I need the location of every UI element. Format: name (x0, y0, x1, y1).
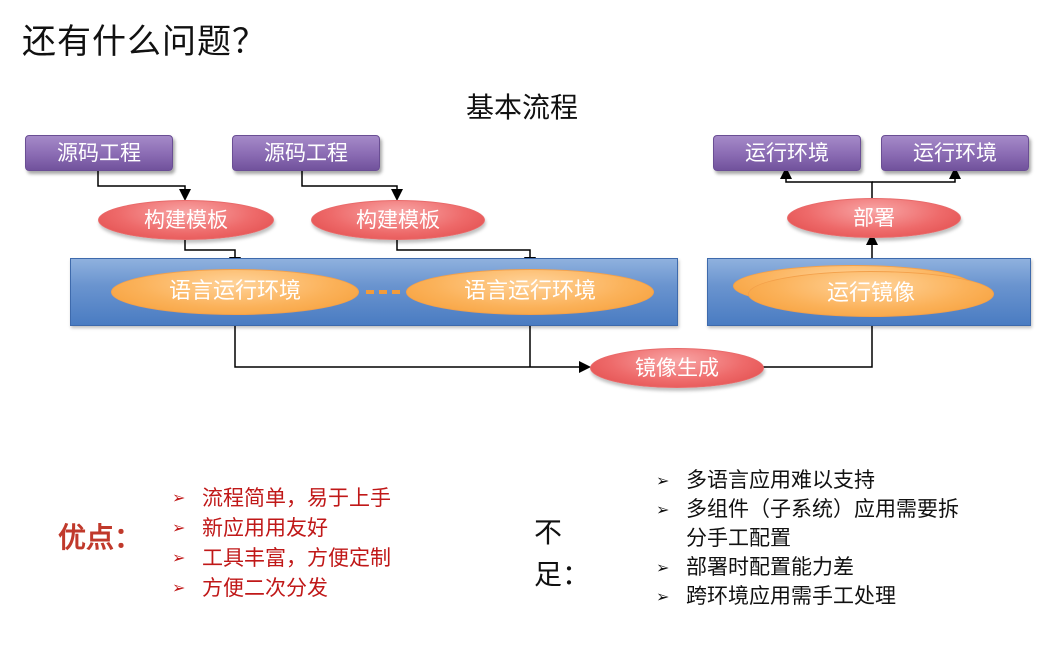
arrow-bullet-icon: ➢ (172, 488, 186, 507)
connector-source1-template1 (97, 169, 191, 201)
connector-runtime1-image (234, 312, 591, 373)
runtime-env-box-1: 运行环境 (713, 135, 861, 171)
arrow-bullet-icon: ➢ (172, 548, 186, 567)
arrow-bullet-icon: ➢ (172, 518, 186, 537)
cons-item: ➢跨环境应用需手工处理 (652, 582, 972, 611)
pros-item: ➢流程简单，易于上手 (168, 483, 391, 513)
language-runtime-2: 语言运行环境 (406, 269, 654, 315)
arrow-bullet-icon: ➢ (656, 500, 670, 519)
language-runtime-1: 语言运行环境 (111, 269, 359, 315)
image-generation-node: 镜像生成 (590, 348, 764, 388)
pros-item: ➢方便二次分发 (168, 573, 391, 603)
build-template-1: 构建模板 (98, 200, 274, 240)
diagram-title: 基本流程 (466, 91, 579, 124)
cons-item: ➢部署时配置能力差 (652, 553, 972, 582)
cons-label: 不足： (534, 516, 591, 591)
connector-deploy-env1 (780, 167, 873, 198)
pros-list: ➢流程简单，易于上手 ➢新应用用友好 ➢工具丰富，方便定制 ➢方便二次分发 (168, 483, 391, 603)
arrow-bullet-icon: ➢ (656, 471, 670, 490)
runtime-image: 运行镜像 (748, 271, 994, 317)
pros-item: ➢新应用用友好 (168, 513, 391, 543)
connector-deploy-env2 (872, 167, 961, 183)
pros-item: ➢工具丰富，方便定制 (168, 543, 391, 573)
build-template-2: 构建模板 (311, 200, 485, 240)
arrow-bullet-icon: ➢ (656, 558, 670, 577)
cons-item: ➢多组件（子系统）应用需要拆分手工配置 (656, 497, 959, 550)
arrow-bullet-icon: ➢ (172, 578, 186, 597)
runtime-env-box-2: 运行环境 (881, 135, 1029, 171)
source-project-box-2: 源码工程 (232, 135, 380, 171)
deploy-node: 部署 (787, 198, 961, 238)
page-title: 还有什么问题？ (22, 22, 267, 62)
connector-source2-template2 (301, 169, 403, 201)
pros-label: 优点： (58, 521, 143, 554)
source-project-box-1: 源码工程 (25, 135, 173, 171)
arrow-bullet-icon: ➢ (656, 587, 670, 606)
cons-list: ➢多语言应用难以支持 ➢多组件（子系统）应用需要拆分手工配置 ➢部署时配置能力差… (652, 466, 972, 611)
cons-item: ➢多语言应用难以支持 (652, 466, 972, 495)
connector-image-runtimeimage (762, 311, 878, 368)
ellipsis-dash (366, 290, 400, 294)
